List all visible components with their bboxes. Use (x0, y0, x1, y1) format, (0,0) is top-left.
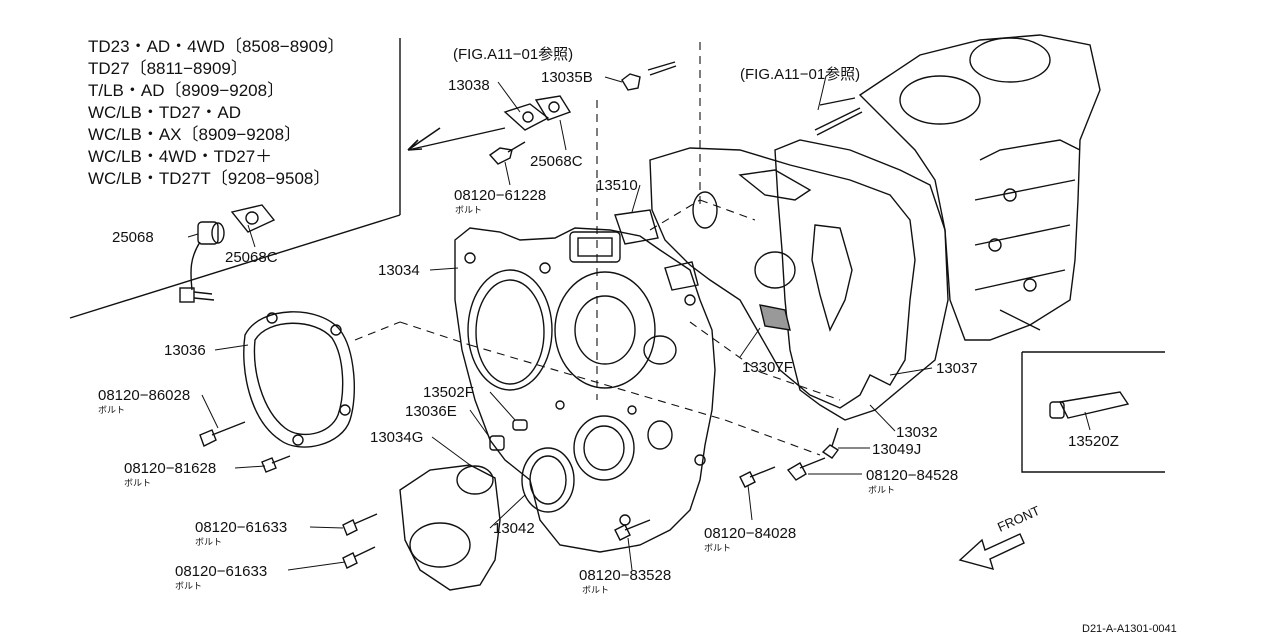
reference-right: (FIG.A11−01参照) (740, 66, 860, 83)
bolt-caption-83528: ボルト (582, 585, 609, 595)
part-08120-61633-b[interactable]: 08120−61633 (175, 563, 267, 580)
bolt-caption-84528: ボルト (868, 485, 895, 495)
part-13035B[interactable]: 13035B (541, 69, 593, 86)
figure-id: D21-A-A1301-0041 (1082, 623, 1177, 633)
part-13037[interactable]: 13037 (936, 360, 978, 377)
part-13510[interactable]: 13510 (596, 177, 638, 194)
part-08120-84528[interactable]: 08120−84528 (866, 467, 958, 484)
bolt-caption-86028: ボルト (98, 405, 125, 415)
part-25068[interactable]: 25068 (112, 229, 154, 246)
applicability-list: TD23・AD・4WD〔8508−8909〕 TD27〔8811−8909〕 T… (88, 37, 345, 188)
stud-top-art (647, 61, 677, 76)
applicability-line-1: TD23・AD・4WD〔8508−8909〕 (88, 37, 345, 56)
bolt-caption-61633-b: ボルト (175, 581, 202, 591)
part-13038[interactable]: 13038 (448, 77, 490, 94)
plate-13038-art (503, 95, 572, 131)
stud-right-art (814, 107, 863, 136)
applicability-line-2: TD27〔8811−8909〕 (88, 59, 248, 78)
bolt-caption-61633-a: ボルト (195, 537, 222, 547)
part-13049J[interactable]: 13049J (872, 441, 921, 458)
part-08120-83528[interactable]: 08120−83528 (579, 567, 671, 584)
part-13307F[interactable]: 13307F (742, 359, 793, 376)
part-08120-81628[interactable]: 08120−81628 (124, 460, 216, 477)
sensor-25068[interactable] (179, 204, 276, 303)
applicability-line-6: WC/LB・4WD・TD27＋ (88, 147, 272, 166)
gasket-13036[interactable] (243, 311, 355, 448)
part-13502F[interactable]: 13502F (423, 384, 474, 401)
applicability-line-3: T/LB・AD〔8909−9208〕 (88, 81, 284, 100)
front-label: FRONT (995, 503, 1042, 535)
oil-seal-13042-art (521, 415, 635, 513)
pump-housing-13034G-art (399, 464, 501, 591)
part-08120-61633-a[interactable]: 08120−61633 (195, 519, 287, 536)
part-13036[interactable]: 13036 (164, 342, 206, 359)
part-13520Z[interactable]: 13520Z (1068, 433, 1119, 450)
part-13034G[interactable]: 13034G (370, 429, 423, 446)
part-08120-84028[interactable]: 08120−84028 (704, 525, 796, 542)
applicability-inset (69, 38, 506, 319)
part-08120-61228[interactable]: 08120−61228 (454, 187, 546, 204)
bolt-caption-84028: ボルト (704, 543, 731, 553)
front-cover-13034[interactable] (454, 227, 716, 553)
part-25068C-inset[interactable]: 25068C (225, 249, 278, 266)
dowel-13502F-art (489, 419, 528, 451)
bolt-caption-81628: ボルト (124, 478, 151, 488)
part-13036E[interactable]: 13036E (405, 403, 457, 420)
applicability-line-4: WC/LB・TD27・AD (88, 103, 241, 122)
part-13034[interactable]: 13034 (378, 262, 420, 279)
applicability-line-5: WC/LB・AX〔8909−9208〕 (88, 125, 301, 144)
gasket-13510[interactable] (614, 209, 699, 291)
sealant-inset (1021, 351, 1165, 473)
plate-13032[interactable] (759, 139, 949, 421)
part-08120-86028[interactable]: 08120−86028 (98, 387, 190, 404)
bolt-caption-61228: ボルト (455, 205, 482, 215)
gasket-13037[interactable] (649, 147, 916, 409)
alignment-lines (354, 42, 841, 456)
part-13032[interactable]: 13032 (896, 424, 938, 441)
nut-13035B-art (621, 73, 641, 91)
part-labels: 13038 13035B 25068C 08120−61228 ボルト 1351… (98, 69, 1119, 595)
leader-lines (187, 75, 1091, 571)
applicability-line-7: WC/LB・TD27T〔9208−9508〕 (88, 169, 330, 188)
bolts-lower-art (199, 421, 840, 569)
bolt-08120-61228-art (488, 141, 526, 165)
front-arrow-icon (958, 533, 1025, 571)
part-13042[interactable]: 13042 (493, 520, 535, 537)
reference-left: (FIG.A11−01参照) (453, 46, 573, 63)
part-25068C-top[interactable]: 25068C (530, 153, 583, 170)
cylinder-block (819, 34, 1101, 341)
